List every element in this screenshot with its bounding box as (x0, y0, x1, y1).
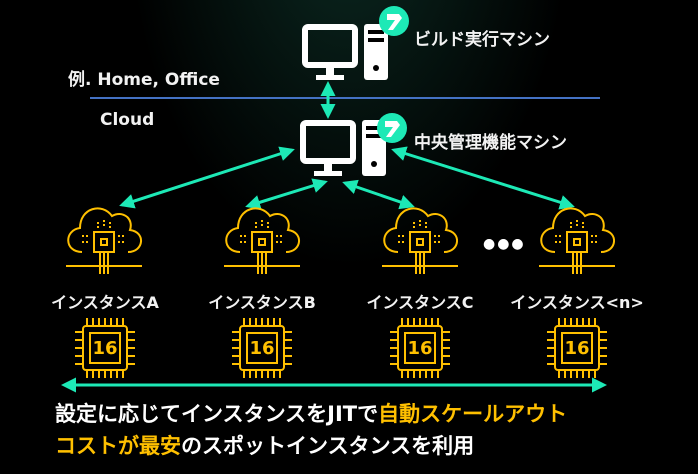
instance-n-label: インスタンス<n> (510, 293, 644, 312)
central-machine-label: 中央管理機能マシン (414, 133, 567, 153)
cpu-count-n: 16 (564, 338, 590, 359)
cpu-count-c: 16 (407, 338, 433, 359)
central-machine-logo-icon (377, 113, 407, 143)
cloud-label: Cloud (100, 110, 155, 130)
cloud-instance-n-icon (538, 207, 616, 275)
arrow-to-instance-n (391, 146, 575, 210)
cloud-instance-b-icon (223, 207, 301, 275)
caption-line1-white: 設定に応じてインスタンスをJITで (55, 402, 379, 426)
ellipsis: ●●● (483, 236, 526, 252)
cloud-instance-a-icon (65, 207, 143, 275)
build-machine-logo-icon (379, 6, 409, 36)
caption-line-1: 設定に応じてインスタンスをJITで自動スケールアウト (55, 398, 567, 428)
build-machine-label: ビルド実行マシン (414, 30, 550, 50)
instance-c-label: インスタンスC (366, 293, 474, 312)
caption-line2-white: のスポットインスタンスを利用 (181, 434, 475, 458)
instance-a-label: インスタンスA (51, 293, 159, 312)
arrow-to-instance-b (245, 178, 328, 210)
cloud-instance-c-icon (381, 207, 459, 275)
cpu-count-b: 16 (249, 338, 275, 359)
caption-line1-highlight: 自動スケールアウト (378, 402, 568, 426)
instance-b-label: インスタンスB (208, 293, 316, 312)
caption-line2-highlight: コストが最安 (55, 434, 181, 458)
arrow-to-instance-c (342, 179, 415, 210)
central-machine-pc-icon (303, 120, 386, 176)
arrow-to-instance-a (119, 146, 295, 209)
caption-line-2: コストが最安のスポットインスタンスを利用 (55, 430, 474, 460)
on-premise-label: 例. Home, Office (68, 70, 220, 90)
cpu-count-a: 16 (92, 338, 118, 359)
build-machine-pc-icon (305, 24, 388, 80)
